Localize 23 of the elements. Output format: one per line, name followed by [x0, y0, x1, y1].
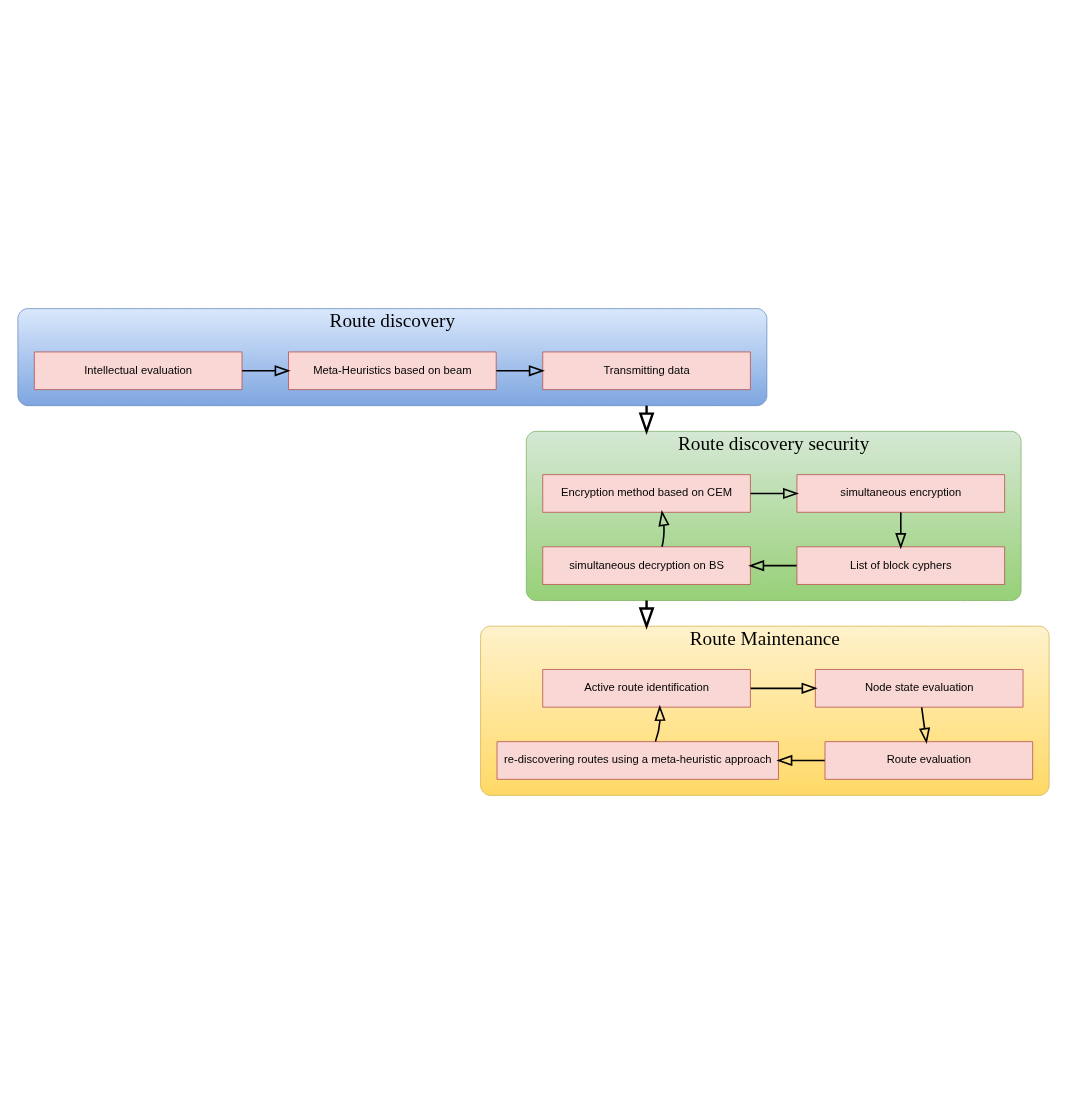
node-box: Transmitting data — [542, 351, 751, 390]
node-box: Intellectual evaluation — [33, 351, 243, 390]
node-box: re-discovering routes using a meta-heuristic approach — [496, 741, 779, 780]
arrow — [918, 706, 931, 744]
node-box: List of block cyphers — [796, 546, 1005, 585]
arrow — [638, 600, 655, 630]
node-box: Active route identification — [542, 669, 751, 708]
arrow — [748, 560, 798, 572]
arrow — [749, 487, 800, 500]
arrow — [654, 704, 666, 743]
arrow — [495, 365, 545, 377]
arrow — [658, 510, 670, 548]
node-box: Route evaluation — [824, 741, 1034, 780]
arrow — [638, 405, 655, 435]
node-box: simultaneous decryption on BS — [542, 546, 751, 585]
node-box: Node state evaluation — [814, 669, 1024, 708]
arrow — [776, 754, 826, 767]
node-box: Meta-Heuristics based on beam — [288, 351, 497, 390]
node-box: Encryption method based on CEM — [542, 474, 751, 513]
arrow — [895, 511, 907, 550]
node-box: simultaneous encryption — [796, 474, 1005, 513]
arrow — [241, 365, 291, 377]
arrow — [749, 682, 818, 694]
